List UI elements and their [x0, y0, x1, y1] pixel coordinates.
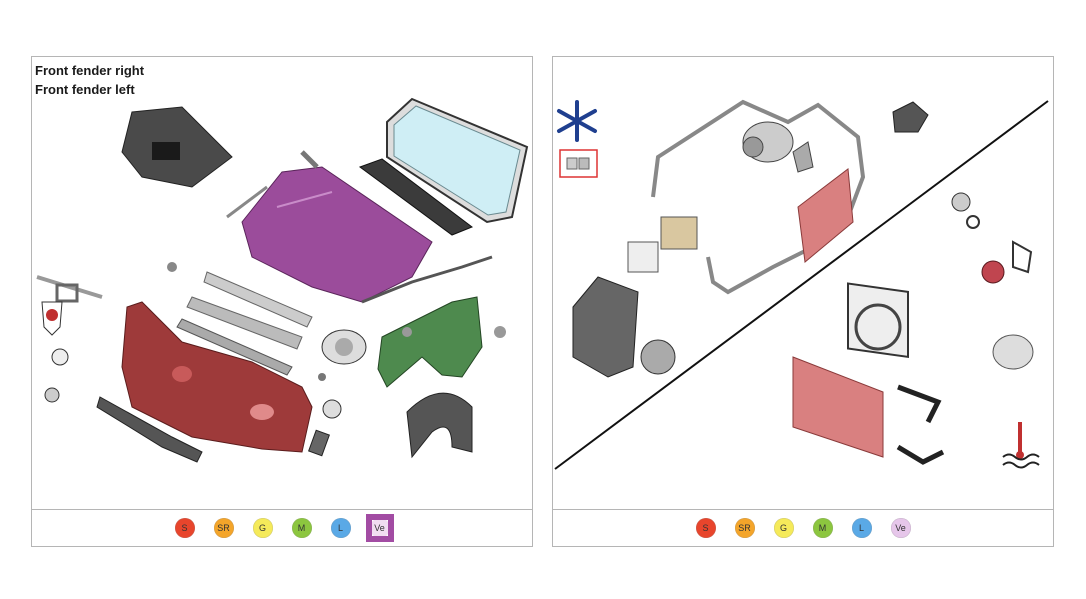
filter-ve-label: Ve — [369, 518, 390, 538]
hood-cable-part[interactable] — [361, 255, 493, 304]
compressor-bracket-part[interactable] — [792, 141, 814, 173]
expansion-tank-part[interactable] — [992, 334, 1034, 370]
climate-parts-panel: S SR G M L Ve — [552, 56, 1054, 547]
filter-l-chip[interactable]: L — [330, 518, 351, 538]
filter-s-chip[interactable]: S — [174, 518, 195, 538]
filter-m-chip[interactable]: M — [291, 518, 312, 538]
thermostat-gasket-part[interactable] — [966, 215, 980, 229]
blower-motor-part[interactable] — [640, 339, 676, 375]
part-title-front-fender-right[interactable]: Front fender right — [35, 63, 145, 78]
fastener-1-part[interactable] — [167, 262, 177, 272]
part-title-list: Front fender right Front fender left — [35, 61, 144, 99]
fastener-4-part[interactable] — [318, 373, 326, 381]
filter-g-chip-right[interactable]: G — [773, 518, 794, 538]
bumper-beam-part[interactable] — [176, 271, 313, 376]
climate-parts-exploded-view — [554, 99, 1049, 470]
water-pump-gasket-part[interactable] — [1012, 240, 1033, 274]
filter-m-chip-right[interactable]: M — [812, 518, 833, 538]
fastener-2-part[interactable] — [494, 326, 506, 338]
part-title-front-fender-left[interactable]: Front fender left — [35, 82, 135, 97]
left-filter-bar: S SR G M L Ve — [32, 509, 532, 546]
coolant-temperature-icon[interactable] — [1002, 422, 1040, 469]
fog-light-right-part[interactable] — [322, 399, 342, 419]
lower-hose-part[interactable] — [896, 444, 945, 465]
filter-ve-chip-active[interactable]: Ve — [365, 514, 394, 542]
lower-trim-part[interactable] — [96, 396, 203, 463]
fog-light-trim-part[interactable] — [51, 348, 69, 366]
hood-rod-part[interactable] — [226, 185, 268, 219]
radiator-part[interactable] — [792, 356, 884, 458]
water-pump-part[interactable] — [981, 260, 1005, 284]
cabin-filter-part[interactable] — [627, 241, 659, 273]
ac-filter-thumbnail[interactable] — [559, 149, 598, 178]
condenser-part[interactable] — [797, 168, 854, 263]
throttle-body-part[interactable] — [892, 101, 929, 133]
section-divider-line — [554, 100, 1049, 470]
right-filter-bar: S SR G M L Ve — [553, 509, 1053, 546]
fastener-3-part[interactable] — [402, 327, 412, 337]
badge-emblem-part[interactable] — [41, 301, 63, 336]
front-grille-part[interactable] — [36, 275, 103, 303]
thermostat-part[interactable] — [951, 192, 971, 212]
front-fender-part[interactable] — [377, 296, 483, 388]
hinge-part[interactable] — [300, 150, 319, 169]
fog-light-part[interactable] — [44, 387, 60, 403]
side-marker-part[interactable] — [308, 429, 330, 457]
upper-hose-part[interactable] — [897, 384, 942, 424]
body-parts-panel: Front fender right Front fender left — [31, 56, 533, 547]
hood-part[interactable] — [241, 166, 433, 303]
ac-pipes-part[interactable] — [651, 99, 866, 295]
filter-ve-chip-right[interactable]: Ve — [890, 518, 911, 538]
evaporator-part[interactable] — [660, 216, 698, 250]
filter-sr-chip-right[interactable]: SR — [734, 518, 755, 538]
cowl-panel-part[interactable] — [358, 158, 474, 236]
headlamp-part[interactable] — [321, 329, 367, 365]
heater-box-part[interactable] — [572, 276, 639, 378]
radiator-fan-part[interactable] — [847, 282, 909, 359]
windshield-part[interactable] — [386, 97, 529, 224]
filter-l-chip-right[interactable]: L — [851, 518, 872, 538]
body-parts-exploded-view — [36, 97, 529, 463]
filter-s-chip-right[interactable]: S — [695, 518, 716, 538]
filter-sr-chip[interactable]: SR — [213, 518, 234, 538]
front-bumper-part[interactable] — [121, 301, 313, 453]
hood-insulation-part[interactable] — [121, 106, 233, 188]
ac-compressor-part[interactable] — [742, 121, 794, 163]
wheel-arch-liner-part[interactable] — [406, 392, 473, 459]
snowflake-icon[interactable] — [557, 100, 597, 142]
filter-g-chip[interactable]: G — [252, 518, 273, 538]
